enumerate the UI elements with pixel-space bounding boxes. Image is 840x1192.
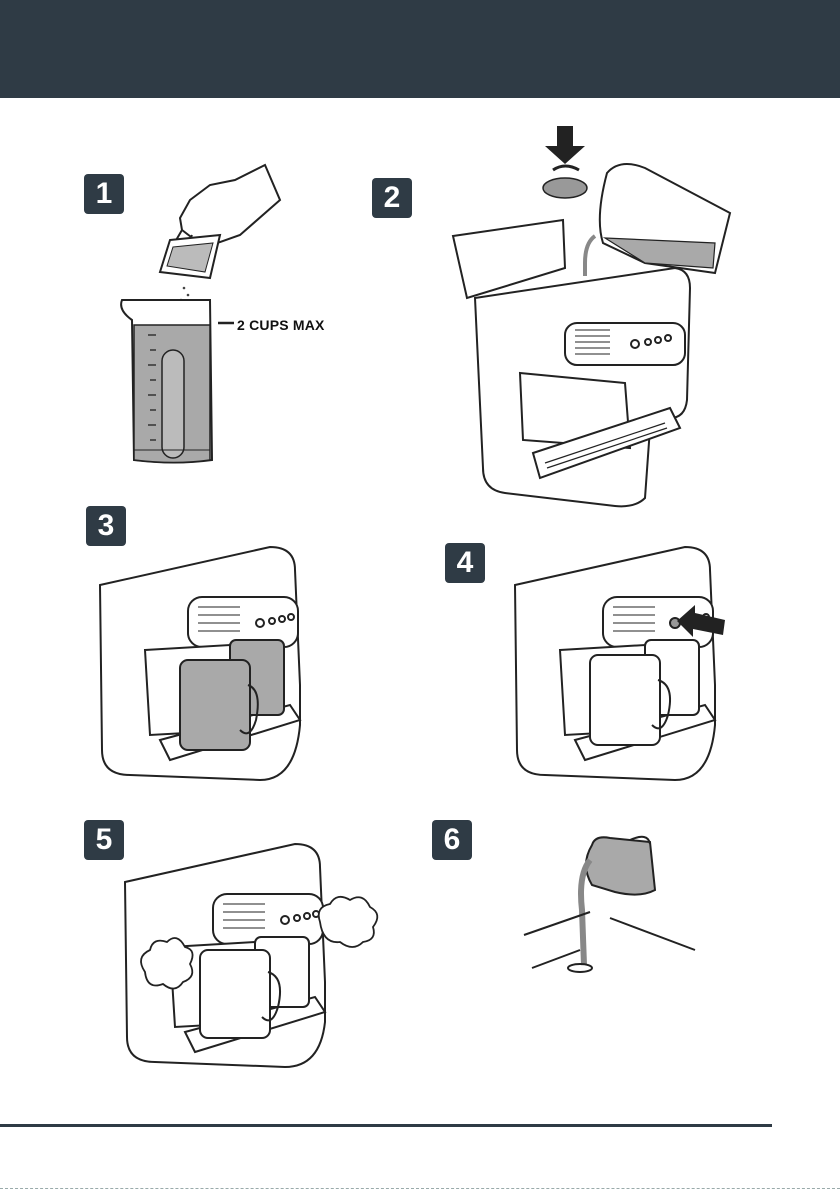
rotate-cap-icon	[543, 166, 587, 198]
step-5-illustration	[115, 822, 385, 1077]
sink-icon	[524, 912, 695, 972]
two-cups-max-label: 2 CUPS MAX	[237, 317, 325, 333]
measuring-jug-icon	[586, 837, 655, 895]
step-6-badge: 6	[432, 820, 472, 860]
step-6-illustration	[520, 830, 705, 980]
step-2-illustration	[445, 118, 745, 508]
step-2-badge: 2	[372, 178, 412, 218]
step-4-illustration	[505, 525, 735, 787]
step-4-badge: 4	[445, 543, 485, 583]
arrow-down-icon	[545, 126, 585, 164]
measuring-jug-icon	[121, 300, 212, 463]
footer-rule	[0, 1124, 772, 1127]
step-3-illustration	[90, 525, 320, 787]
powder-sachet-icon	[160, 235, 220, 278]
page-edge-line	[0, 1188, 840, 1189]
measuring-jug-icon	[585, 164, 730, 276]
header-bar	[0, 0, 840, 98]
